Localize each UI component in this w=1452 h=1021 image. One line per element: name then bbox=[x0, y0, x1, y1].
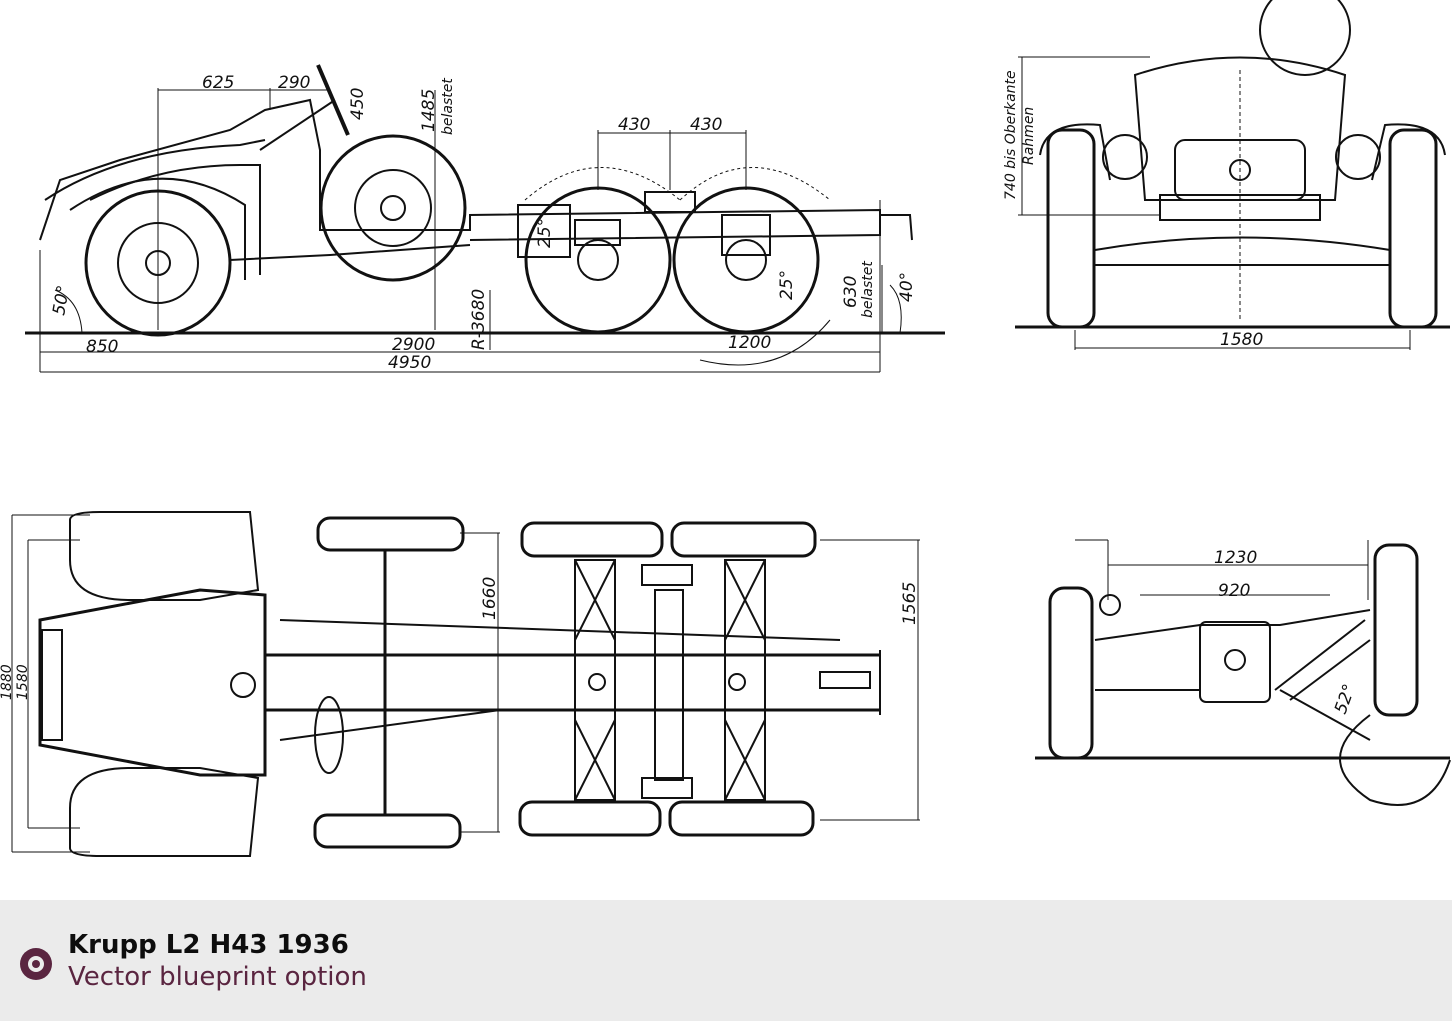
rear-view bbox=[1035, 539, 1451, 806]
blueprint-title: Krupp L2 H43 1936 bbox=[68, 930, 349, 960]
dim-r3680: R-3680 bbox=[469, 289, 489, 350]
front-view bbox=[1015, 0, 1450, 350]
angle-25-right: 25° bbox=[777, 270, 797, 300]
angle-25-left: 25° bbox=[535, 218, 555, 248]
dim-625: 625 bbox=[202, 73, 234, 93]
rear-view-labels: 1230 920 52° bbox=[1214, 548, 1360, 717]
dim-1880: 1880 bbox=[0, 664, 15, 700]
dim-630: 630 bbox=[841, 276, 861, 308]
dim-430-left: 430 bbox=[618, 115, 650, 135]
dim-front-1580: 1580 bbox=[1220, 330, 1263, 350]
angle-52: 52° bbox=[1331, 682, 1360, 717]
dim-290: 290 bbox=[278, 73, 310, 93]
dim-4950: 4950 bbox=[388, 353, 431, 373]
dim-1230: 1230 bbox=[1214, 548, 1257, 568]
note-belastet-bottom: belastet bbox=[860, 261, 876, 318]
dim-850: 850 bbox=[86, 337, 118, 357]
dim-430-right: 430 bbox=[690, 115, 722, 135]
dim-920: 920 bbox=[1218, 581, 1250, 601]
caption-bar: Krupp L2 H43 1936 Vector blueprint optio… bbox=[0, 900, 1452, 1021]
side-view-labels: 625 290 450 1485 belastet 430 430 25° 25… bbox=[49, 73, 917, 373]
side-view bbox=[25, 64, 945, 373]
blueprint-drawing: 625 290 450 1485 belastet 430 430 25° 25… bbox=[0, 0, 1451, 857]
angle-50: 50° bbox=[49, 284, 74, 317]
dim-1660: 1660 bbox=[480, 577, 500, 620]
dim-1565: 1565 bbox=[900, 582, 920, 625]
dim-1485: 1485 bbox=[419, 89, 439, 132]
dim-2900: 2900 bbox=[392, 335, 435, 355]
dim-1200: 1200 bbox=[728, 333, 771, 353]
dim-top-1580: 1580 bbox=[15, 664, 31, 700]
blueprint-subtitle: Vector blueprint option bbox=[68, 962, 367, 992]
note-belastet-top: belastet bbox=[440, 78, 456, 135]
front-view-labels: 740 bis Oberkante Rahmen 1580 bbox=[1003, 70, 1263, 350]
ring-logo-icon bbox=[20, 948, 52, 980]
note-height-line1: 740 bis Oberkante bbox=[1003, 70, 1019, 200]
dim-450: 450 bbox=[348, 88, 368, 120]
note-height-line2: Rahmen bbox=[1021, 107, 1037, 165]
top-view bbox=[11, 511, 920, 857]
top-view-labels: 1880 1580 1660 1565 bbox=[0, 577, 920, 700]
angle-40: 40° bbox=[897, 272, 917, 302]
